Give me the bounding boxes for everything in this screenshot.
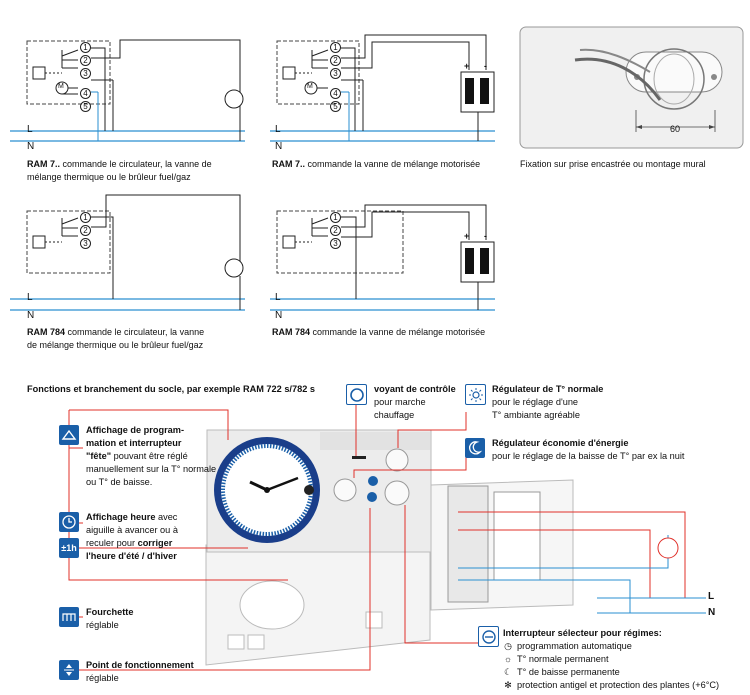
terminal-4: 4 — [330, 88, 341, 99]
line-n-label: N — [27, 141, 35, 152]
setpoint-icon — [59, 660, 79, 680]
wiring-diagrams — [10, 26, 744, 311]
sun-icon: ☼ — [503, 654, 513, 664]
terminal-2: 2 — [330, 55, 341, 66]
mode-eco: ☾T° de baisse permanente — [503, 667, 620, 677]
terminal-4: 4 — [80, 88, 91, 99]
terminal-2: 2 — [80, 55, 91, 66]
line-n-label: N — [27, 310, 35, 321]
snowflake-icon: ✻ — [504, 680, 512, 690]
terminal-2: 2 — [80, 225, 91, 236]
motor-label: M — [307, 83, 313, 90]
terminal-3: 3 — [330, 238, 341, 249]
clock-icon: ◷ — [504, 641, 512, 651]
plus-label: + — [464, 231, 470, 241]
dimension-label: 60 — [670, 124, 681, 134]
diagram-ram7-circulator — [10, 39, 245, 142]
line-n-label: N — [275, 141, 283, 152]
clock-icon — [59, 512, 79, 532]
feature-time: Affichage heure avec aiguille à avancer … — [86, 512, 178, 561]
caption-ram7-motorized: RAM 7.. commande la vanne de mélange mot… — [272, 159, 481, 169]
mode-auto: ◷programmation automatique — [504, 641, 632, 651]
caption-ram784-motorized: RAM 784 commande la vanne de mélange mot… — [272, 327, 486, 337]
line-l-label: L — [27, 292, 33, 303]
diagram-ram784-circulator — [10, 194, 245, 311]
line-l-label: L — [708, 591, 715, 602]
fork-icon — [59, 607, 79, 627]
terminal-1: 1 — [80, 212, 91, 223]
mode-normal: ☼T° normale permanent — [503, 654, 609, 664]
mode-selector-icon — [478, 626, 499, 647]
line-l-label: L — [27, 124, 33, 135]
moon-icon: ☾ — [503, 667, 513, 677]
terminal-2: 2 — [330, 225, 341, 236]
mode-frost: ✻protection antigel et protection des pl… — [504, 680, 720, 690]
terminal-5: 5 — [80, 101, 91, 112]
line-l-label: L — [275, 124, 281, 135]
terminal-1: 1 — [80, 42, 91, 53]
caption-ram7-circulator: RAM 7.. commande le circulateur, la vann… — [27, 159, 212, 182]
terminal-3: 3 — [80, 68, 91, 79]
caption-mounting: Fixation sur prise encastrée ou montage … — [520, 159, 706, 169]
moon-icon — [465, 438, 485, 458]
feature-program: Affichage de program- mation et interrup… — [86, 425, 217, 487]
sun-icon — [465, 384, 486, 405]
terminal-1: 1 — [330, 212, 341, 223]
diagram-ram784-motorized — [270, 204, 495, 311]
terminal-3: 3 — [80, 238, 91, 249]
diagram-ram7-motorized — [270, 34, 495, 142]
section-title: Fonctions et branchement du socle, par e… — [27, 384, 315, 394]
line-n-label: N — [708, 607, 716, 618]
program-display-icon — [59, 425, 79, 445]
indicator-light-icon — [346, 384, 367, 405]
minus-label: - — [484, 231, 487, 241]
terminal-1: 1 — [330, 42, 341, 53]
dst-adjust-icon: ±1h — [59, 538, 79, 558]
feature-mode-selector: Interrupteur sélecteur pour régimes: ◷pr… — [503, 628, 720, 690]
plus-label: + — [464, 61, 470, 71]
line-l-label: L — [275, 292, 281, 303]
feature-fork: Fourchette réglable — [86, 607, 134, 630]
feature-eco-temp: Régulateur économie d'énergie pour le ré… — [492, 438, 685, 461]
feature-setpoint: Point de fonctionnement réglable — [86, 660, 194, 683]
terminal-5: 5 — [330, 101, 341, 112]
line-n-label: N — [275, 310, 283, 321]
feature-indicator: voyant de contrôle pour marche chauffage — [374, 384, 456, 420]
caption-ram784-circulator: RAM 784 commande le circulateur, la vann… — [27, 327, 205, 350]
feature-normal-temp: Régulateur de T° normale pour le réglage… — [492, 384, 604, 420]
terminal-3: 3 — [330, 68, 341, 79]
motor-label: M — [58, 83, 64, 90]
minus-label: - — [484, 61, 487, 71]
mounting-photo — [519, 26, 744, 149]
